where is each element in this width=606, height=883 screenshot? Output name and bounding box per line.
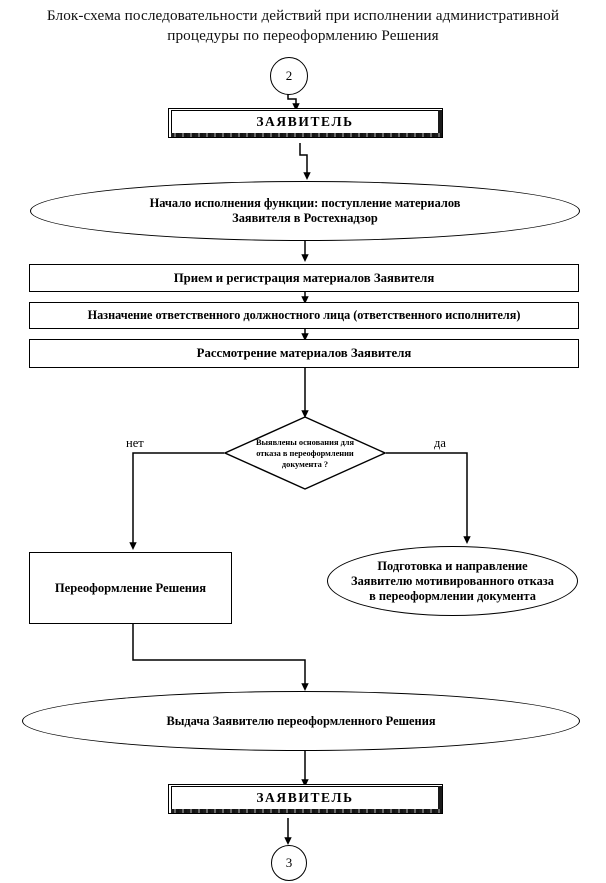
node-step-2-label: Назначение ответственного должностного л… [87, 308, 521, 322]
connector-circle-out[interactable]: 3 [271, 845, 307, 881]
bevel-bottom-shadow [171, 809, 442, 813]
decision-diamond-shape [224, 416, 386, 490]
node-refusal[interactable]: Подготовка и направление Заявителю мотив… [327, 546, 578, 616]
node-applicant-top-label: ЗАЯВИТЕЛЬ [256, 114, 354, 129]
bevel-right-shadow [438, 786, 442, 813]
node-applicant-top[interactable]: ЗАЯВИТЕЛЬ [168, 108, 443, 138]
edge-conn-in-to-applicant-top [287, 92, 300, 112]
edge-decision-yes-to-refusal [386, 452, 471, 545]
node-applicant-bottom[interactable]: ЗАЯВИТЕЛЬ [168, 784, 443, 814]
applicant-top-inner-frame: ЗАЯВИТЕЛЬ [171, 110, 442, 137]
bevel-right-shadow [438, 110, 442, 137]
node-refusal-label: Подготовка и направление Заявителю мотив… [351, 558, 554, 603]
node-step-3-label: Рассмотрение материалов Заявителя [196, 346, 412, 360]
page-title: Блок-схема последовательности действий п… [18, 6, 588, 46]
bevel-bottom-shadow [171, 133, 442, 137]
node-step-2[interactable]: Назначение ответственного должностного л… [29, 302, 579, 329]
connector-circle-in[interactable]: 2 [270, 57, 308, 95]
branch-label-no: нет [126, 436, 144, 450]
node-issue[interactable]: Выдача Заявителю переоформленного Решени… [22, 691, 580, 751]
connector-circle-in-label: 2 [285, 68, 293, 83]
node-issue-label: Выдача Заявителю переоформленного Решени… [166, 713, 436, 728]
edge-decision-no-to-rework [129, 452, 224, 551]
node-rework[interactable]: Переоформление Решения [29, 552, 232, 624]
page-title-line-2: процедуры по переоформлению Решения [167, 27, 439, 44]
node-step-3[interactable]: Рассмотрение материалов Заявителя [29, 339, 579, 368]
node-start-ellipse-label: Начало исполнения функции: поступление м… [149, 196, 461, 225]
node-decision[interactable]: Выявлены основания для отказа в переофор… [224, 416, 386, 490]
node-applicant-bottom-label: ЗАЯВИТЕЛЬ [256, 790, 354, 805]
edge-rework-to-issue [132, 624, 309, 692]
node-rework-label: Переоформление Решения [54, 580, 207, 595]
connector-circle-out-label: 3 [285, 855, 293, 870]
node-step-1[interactable]: Прием и регистрация материалов Заявителя [29, 264, 579, 292]
node-start-ellipse[interactable]: Начало исполнения функции: поступление м… [30, 181, 580, 241]
page-title-line-1: Блок-схема последовательности действий п… [46, 7, 560, 24]
applicant-bottom-inner-frame: ЗАЯВИТЕЛЬ [171, 786, 442, 813]
branch-label-yes: да [434, 436, 446, 450]
edge-applicant-top-to-start [299, 143, 311, 181]
node-step-1-label: Прием и регистрация материалов Заявителя [173, 270, 435, 285]
